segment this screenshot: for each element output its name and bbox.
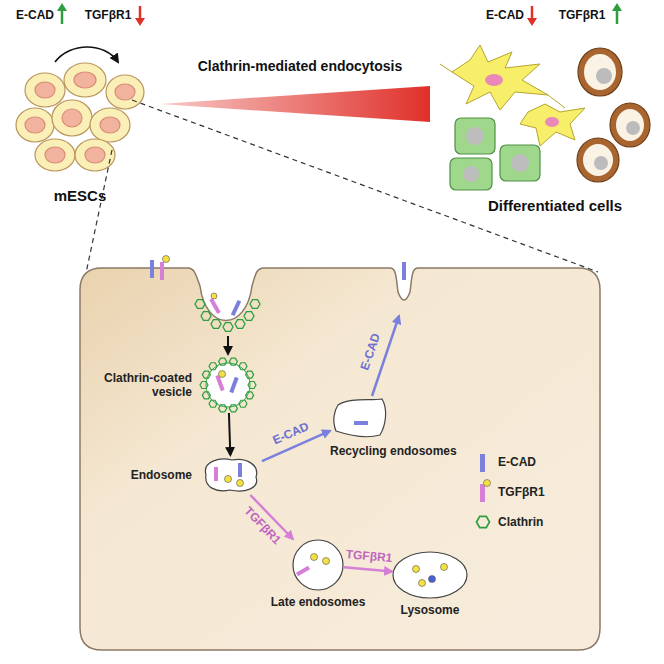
compartment-shape [292, 539, 344, 591]
gradient-wedge [160, 86, 430, 122]
annotation-label: TGFβR1 [85, 9, 132, 23]
transport-arrow [229, 413, 230, 455]
annotation-label: Clathrin-mediated endocytosis [198, 58, 403, 74]
legend-text: TGFβR1 [498, 485, 545, 499]
compartment-label: Clathrin-coated vesicle [82, 371, 192, 400]
annotation-label: E-CAD [16, 9, 54, 23]
annotation-label: mESCs [54, 187, 107, 204]
compartment-label: Endosome [131, 468, 192, 482]
compartment-node: Endosome [200, 455, 262, 495]
annotation-label: E-CAD [486, 9, 524, 23]
annotation-label: Differentiated cells [488, 197, 622, 214]
compartment-node: Late endosomes [292, 539, 344, 591]
legend-samples [477, 454, 491, 528]
compartment-label: Recycling endosomes [330, 444, 457, 458]
compartment-node: Clathrin-coated vesicle [200, 357, 256, 413]
legend-text: E-CAD [498, 455, 536, 469]
expression-arrows [57, 3, 622, 26]
compartment-shape [330, 395, 390, 440]
transport-arrow [344, 567, 392, 571]
clathrin-coat [195, 300, 260, 332]
cell-body [80, 268, 600, 650]
compartment-shape [200, 357, 256, 413]
zoom-line [132, 100, 598, 272]
legend-text: Clathrin [498, 515, 543, 529]
compartment-shape [200, 455, 262, 495]
mesc-cluster [16, 47, 144, 171]
compartment-node: Lysosome [392, 551, 468, 599]
compartment-label: Late endosomes [271, 595, 366, 609]
compartment-label: Lysosome [401, 603, 460, 617]
receptors [150, 256, 406, 317]
compartment-shape [392, 551, 468, 599]
compartment-node: Recycling endosomes [330, 395, 390, 440]
differentiated-cells [440, 45, 650, 190]
internalization-arrow [227, 336, 229, 354]
annotation-label: TGFβR1 [559, 9, 606, 23]
